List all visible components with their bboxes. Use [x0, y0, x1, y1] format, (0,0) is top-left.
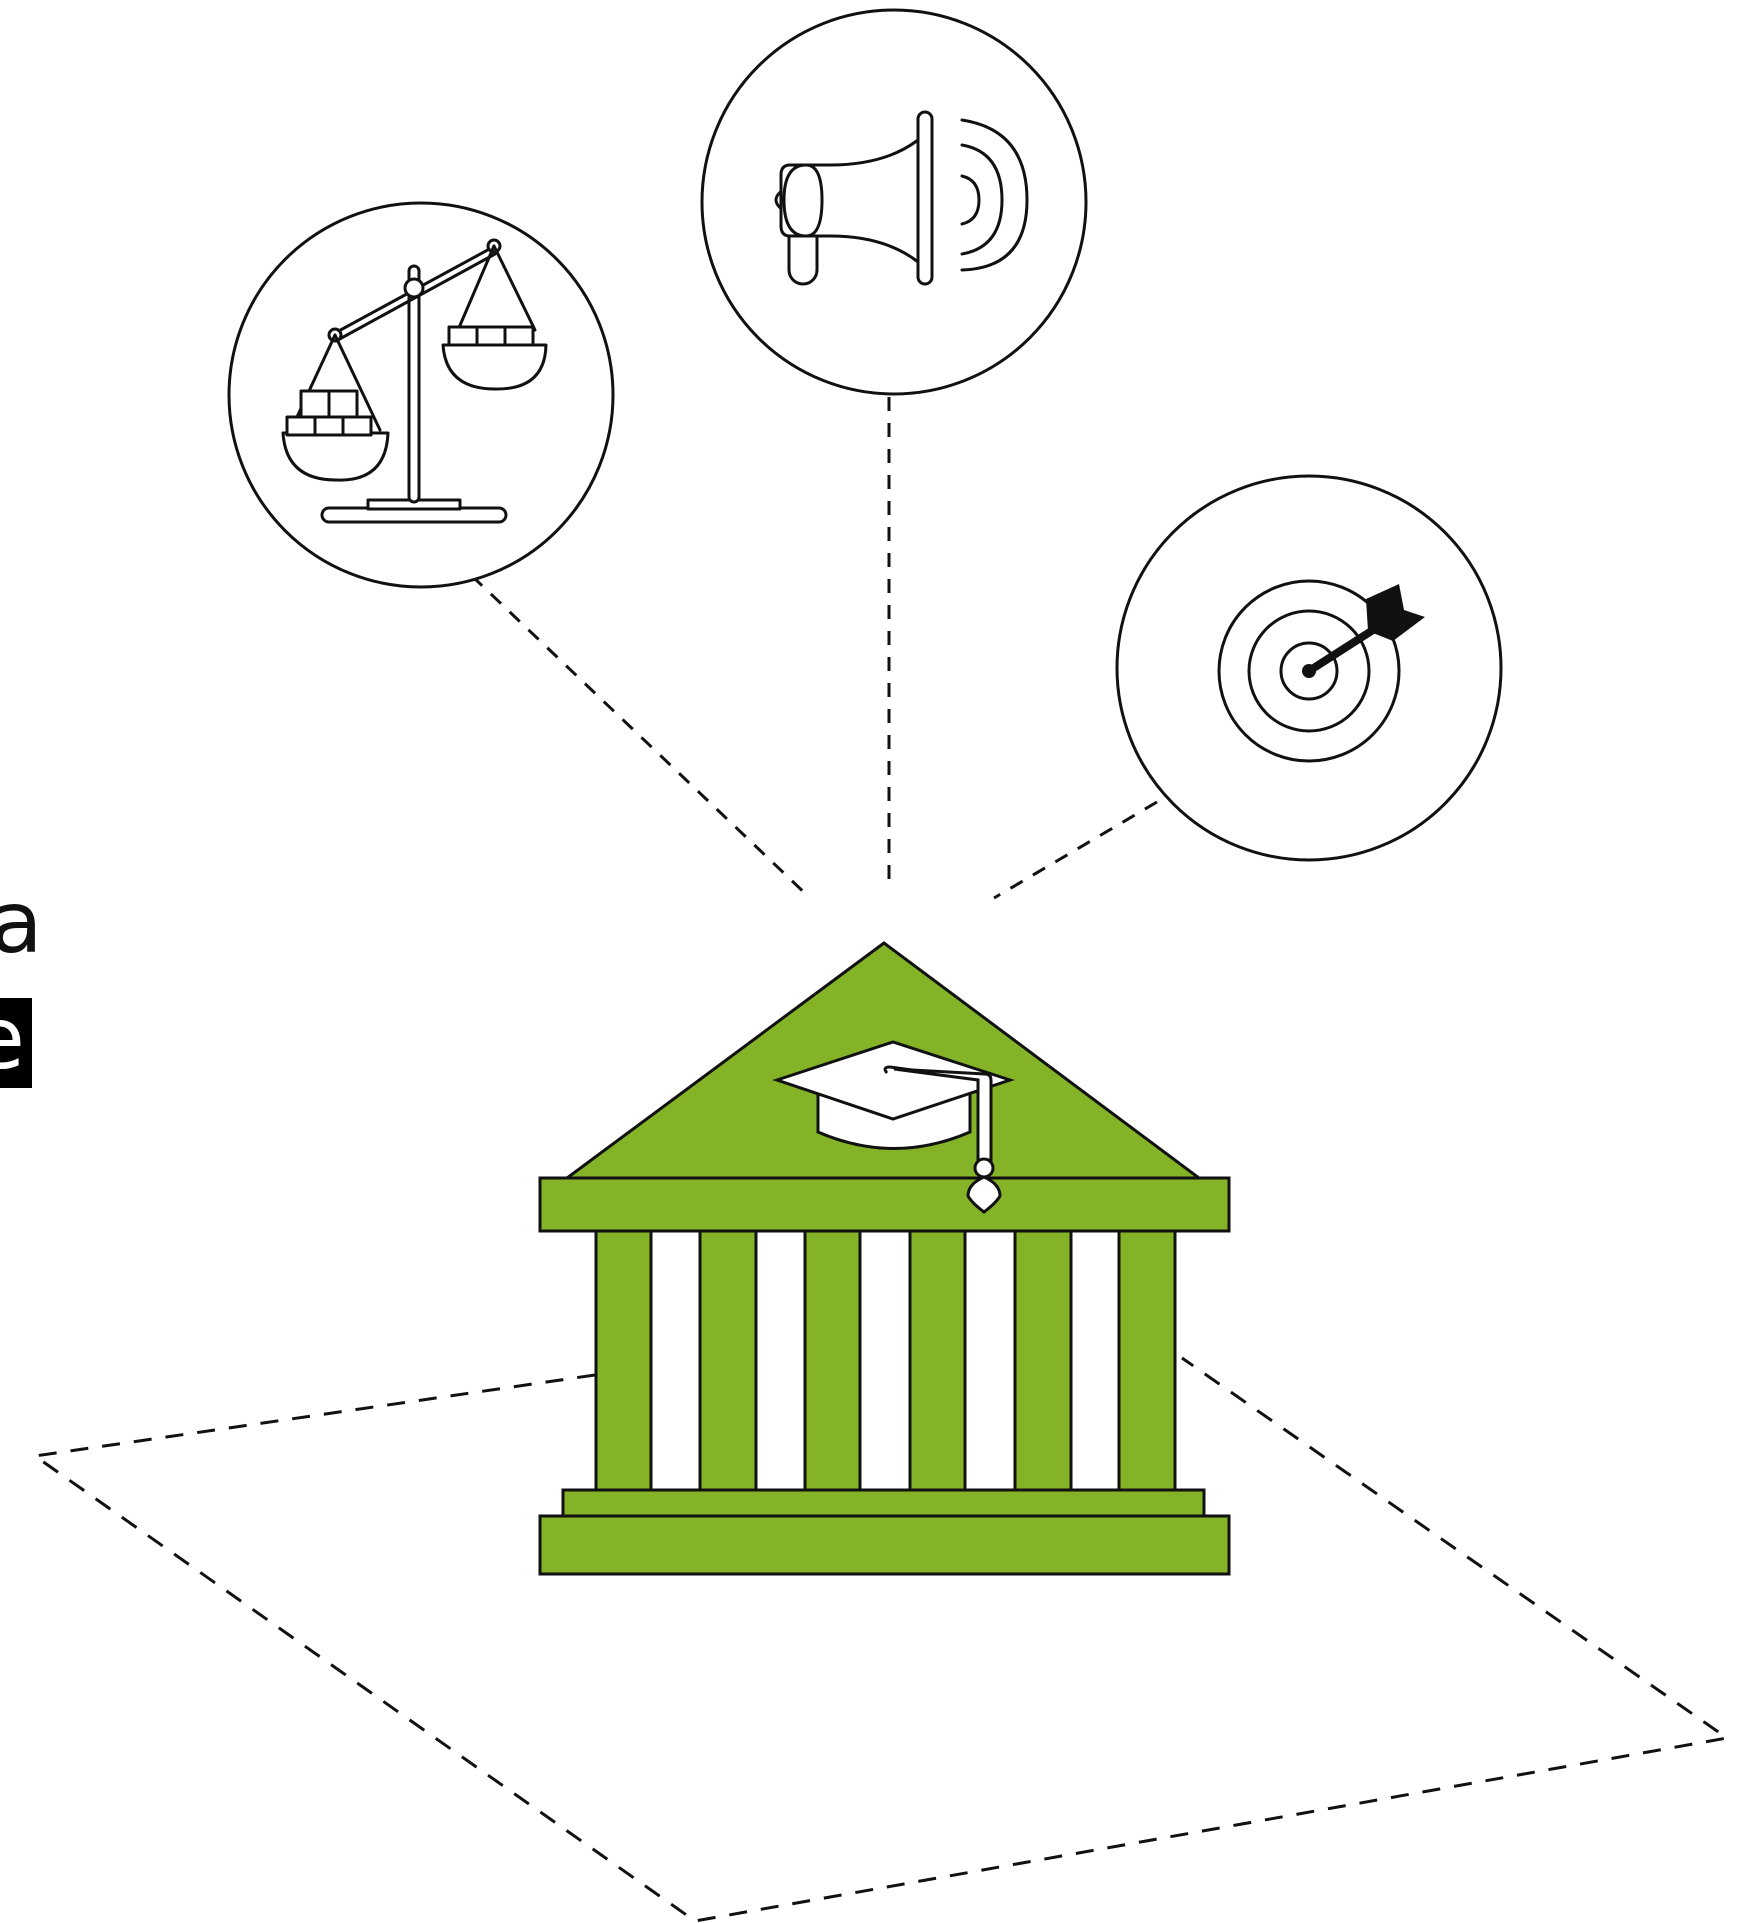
target-arrow-icon [1217, 579, 1425, 763]
cropped-text-e-highlight: e [0, 998, 32, 1088]
cropped-text-a: a [0, 873, 43, 973]
university-building-icon [538, 941, 1231, 1576]
building-column [1117, 1229, 1177, 1492]
megaphone-icon [774, 110, 1029, 286]
building-colonnade [594, 1229, 1177, 1492]
balance-scale-icon [281, 238, 548, 524]
building-column [594, 1229, 653, 1492]
building-step-upper [561, 1488, 1206, 1518]
connector-scale [470, 574, 812, 900]
building-step-lower [538, 1514, 1231, 1576]
graduation-cap-icon [772, 1040, 1015, 1214]
building-column [698, 1229, 758, 1492]
building-column [1013, 1229, 1073, 1492]
connectors [470, 397, 1158, 900]
megaphone-node [700, 8, 1088, 396]
building-column [803, 1229, 862, 1492]
target-node [1115, 474, 1503, 862]
building-entablature [538, 1176, 1231, 1233]
connector-target [993, 800, 1158, 900]
cropped-text-e: e [0, 998, 25, 1082]
scale-node [227, 201, 615, 589]
building-column [908, 1229, 967, 1492]
